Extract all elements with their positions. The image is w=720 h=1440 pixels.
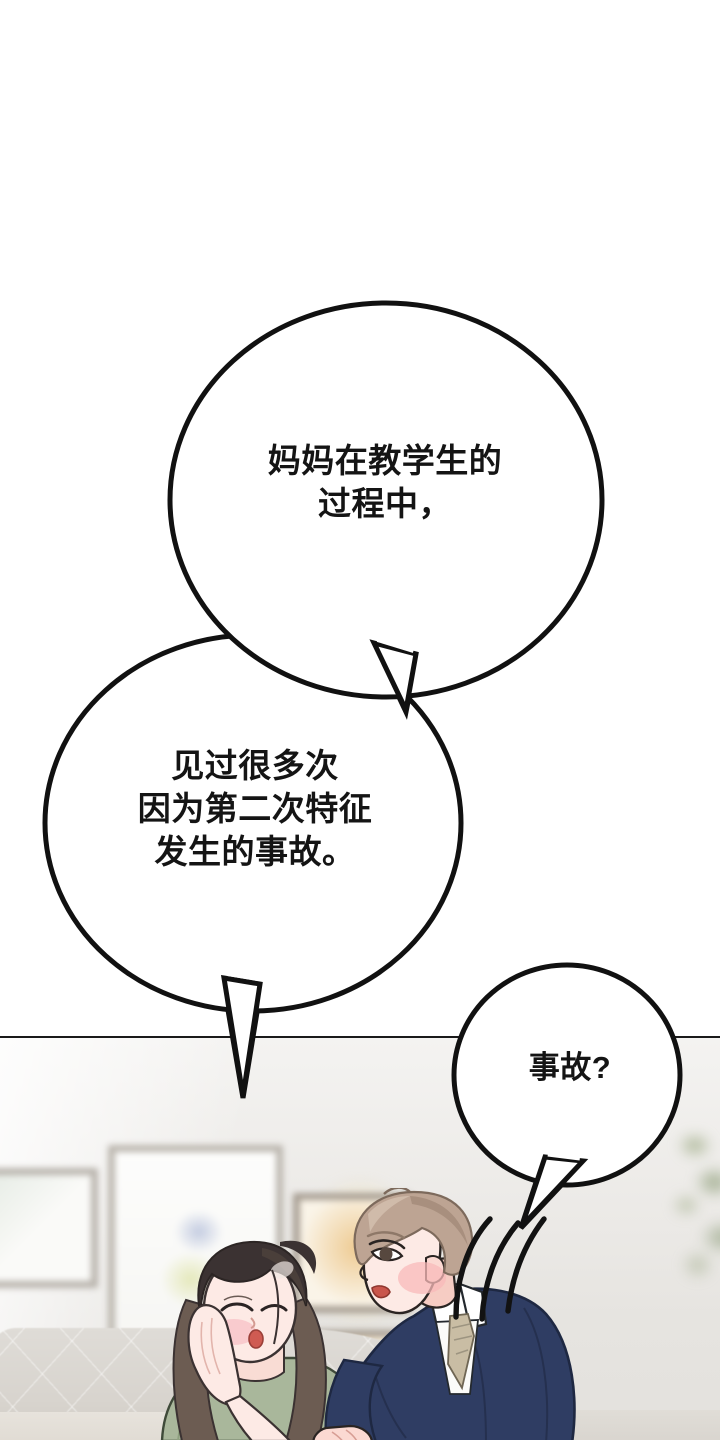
man-character <box>312 1188 576 1440</box>
man-arm <box>324 1358 385 1440</box>
panel-divider-line <box>0 1036 720 1038</box>
motion-lines <box>453 1216 547 1322</box>
lower-scene-panel <box>0 1038 720 1440</box>
woman-character <box>160 1240 372 1440</box>
woman-eye-right <box>260 1304 288 1312</box>
man-mouth <box>371 1285 391 1299</box>
man-hand <box>312 1424 373 1440</box>
bubble-1-text: 妈妈在教学生的 过程中， <box>267 442 503 522</box>
bubble-3-text: 事故? <box>528 1050 612 1085</box>
man-necktie <box>447 1313 475 1391</box>
bubble-2-text: 见过很多次 因为第二次特征 发生的事故。 <box>137 747 373 870</box>
woman-forearm <box>224 1394 291 1440</box>
woman-eye-left <box>220 1302 254 1312</box>
framed-picture-left <box>0 1168 98 1288</box>
woman-mouth <box>248 1329 264 1349</box>
woman-nose <box>250 1317 256 1329</box>
man-nose <box>359 1265 369 1282</box>
